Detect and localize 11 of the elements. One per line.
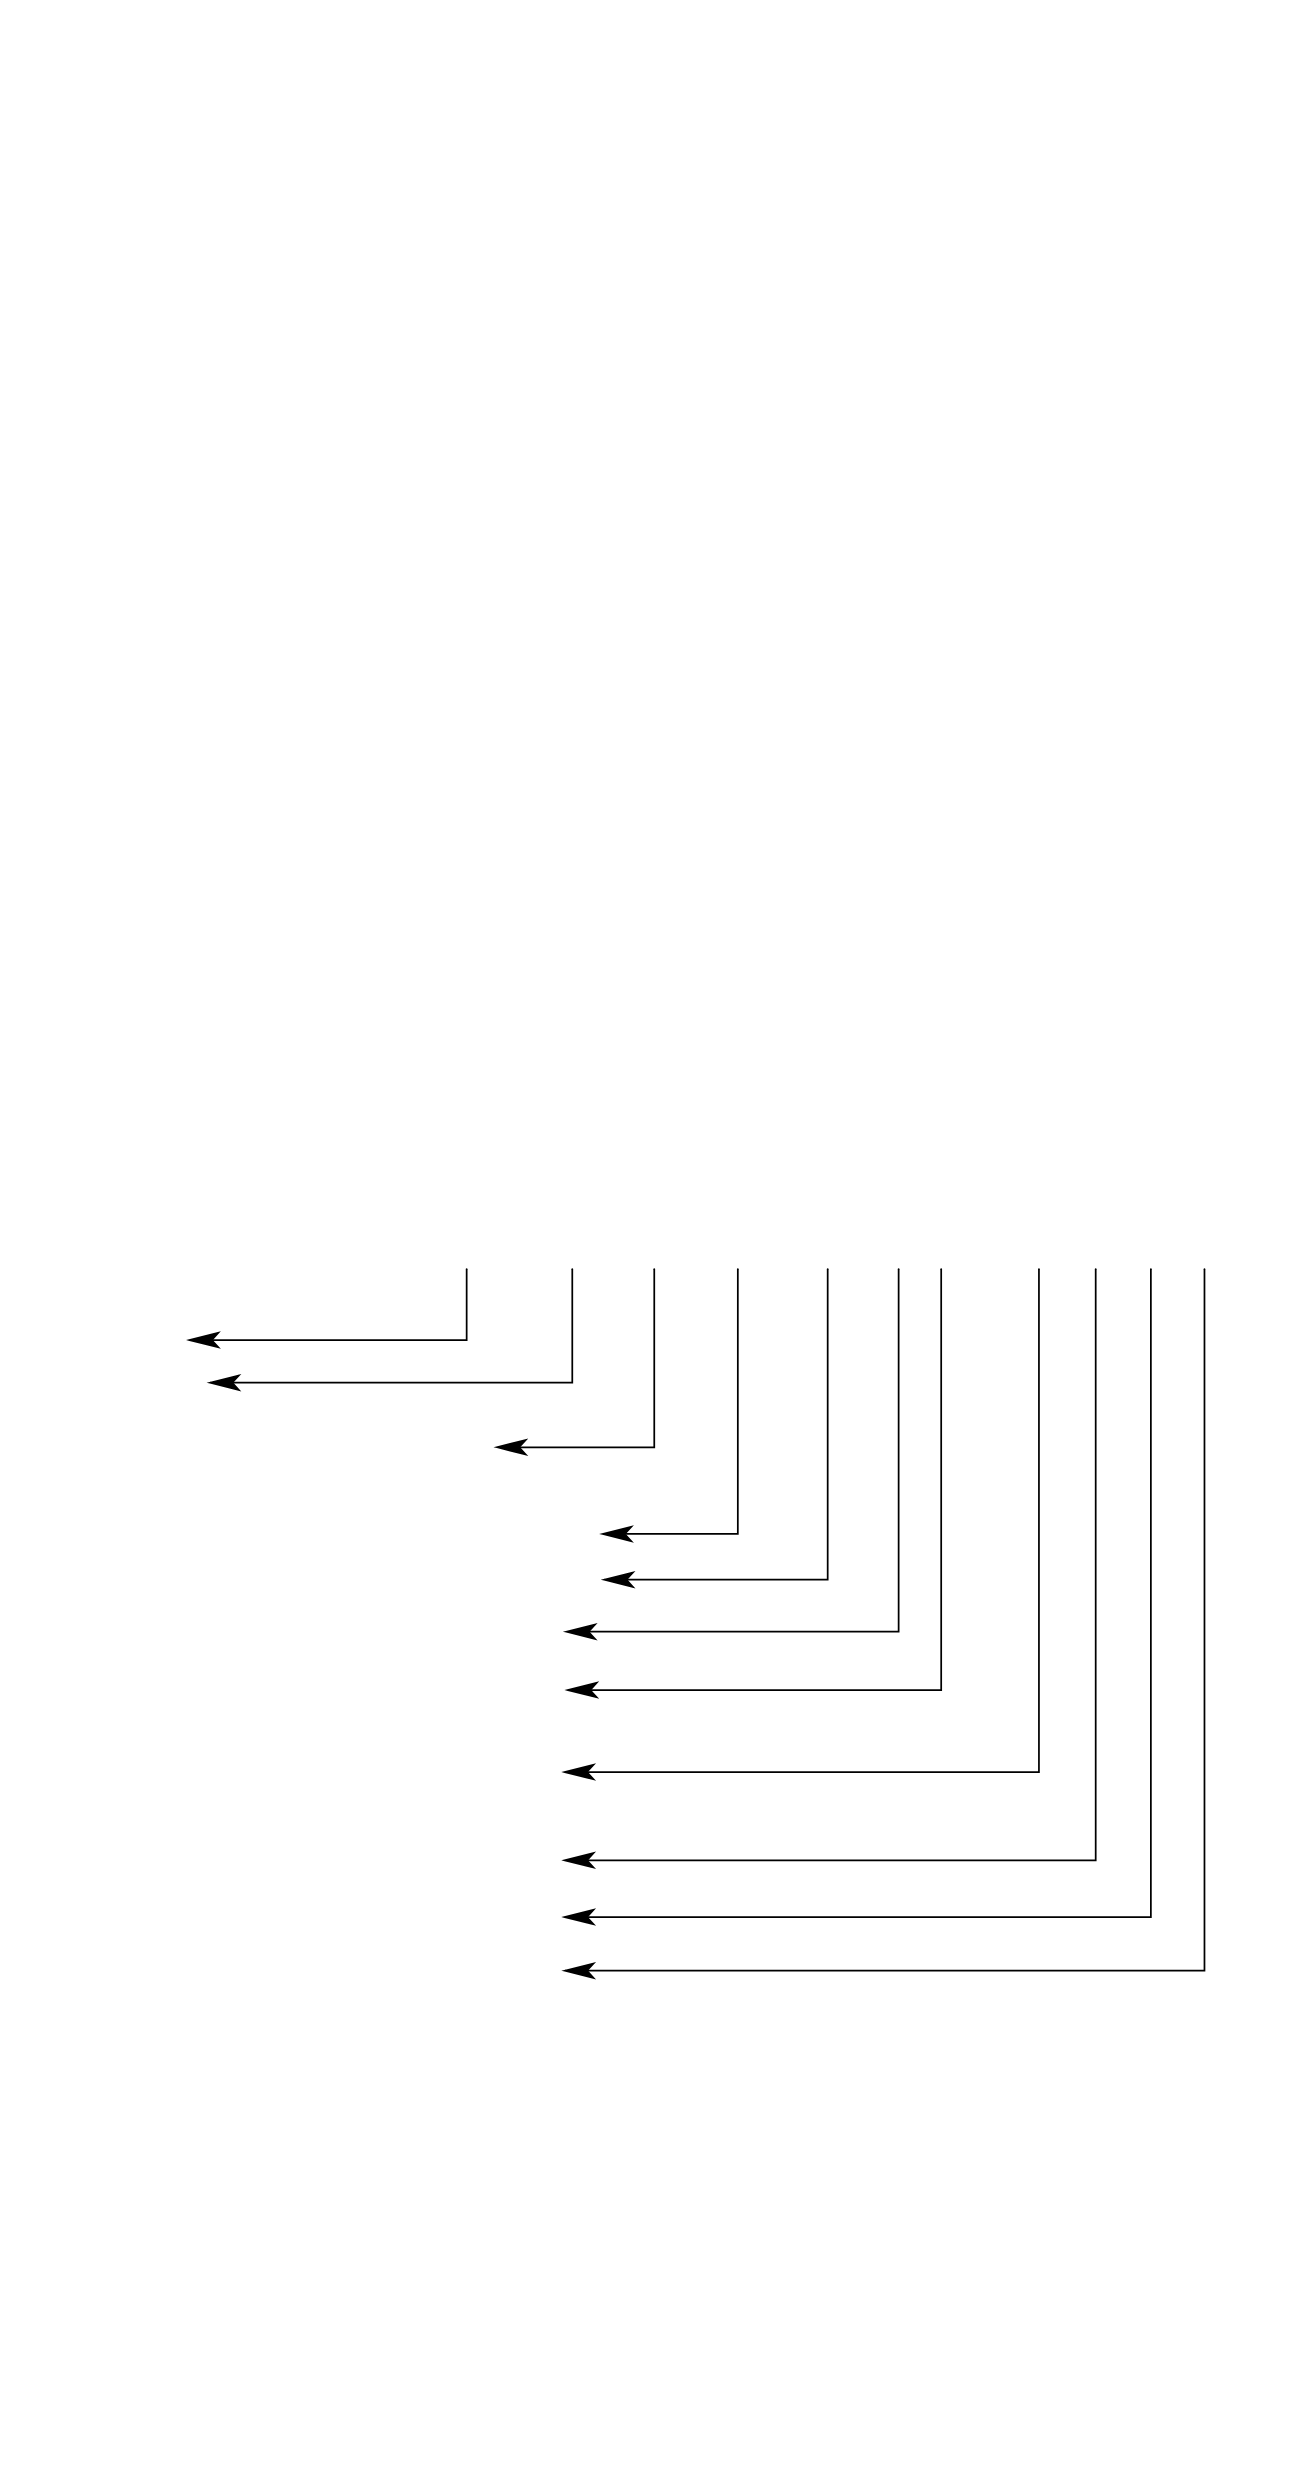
line-end [571, 1268, 574, 1270]
line-end [653, 1268, 656, 1270]
line-end [1094, 1268, 1097, 1270]
line-end [1038, 1268, 1040, 1270]
line-end [737, 1268, 739, 1270]
line-end [465, 1268, 468, 1270]
line-end [940, 1268, 943, 1270]
line-end [826, 1268, 829, 1270]
line-end [1203, 1268, 1206, 1270]
line-end [1150, 1268, 1152, 1270]
line-end [897, 1268, 900, 1270]
